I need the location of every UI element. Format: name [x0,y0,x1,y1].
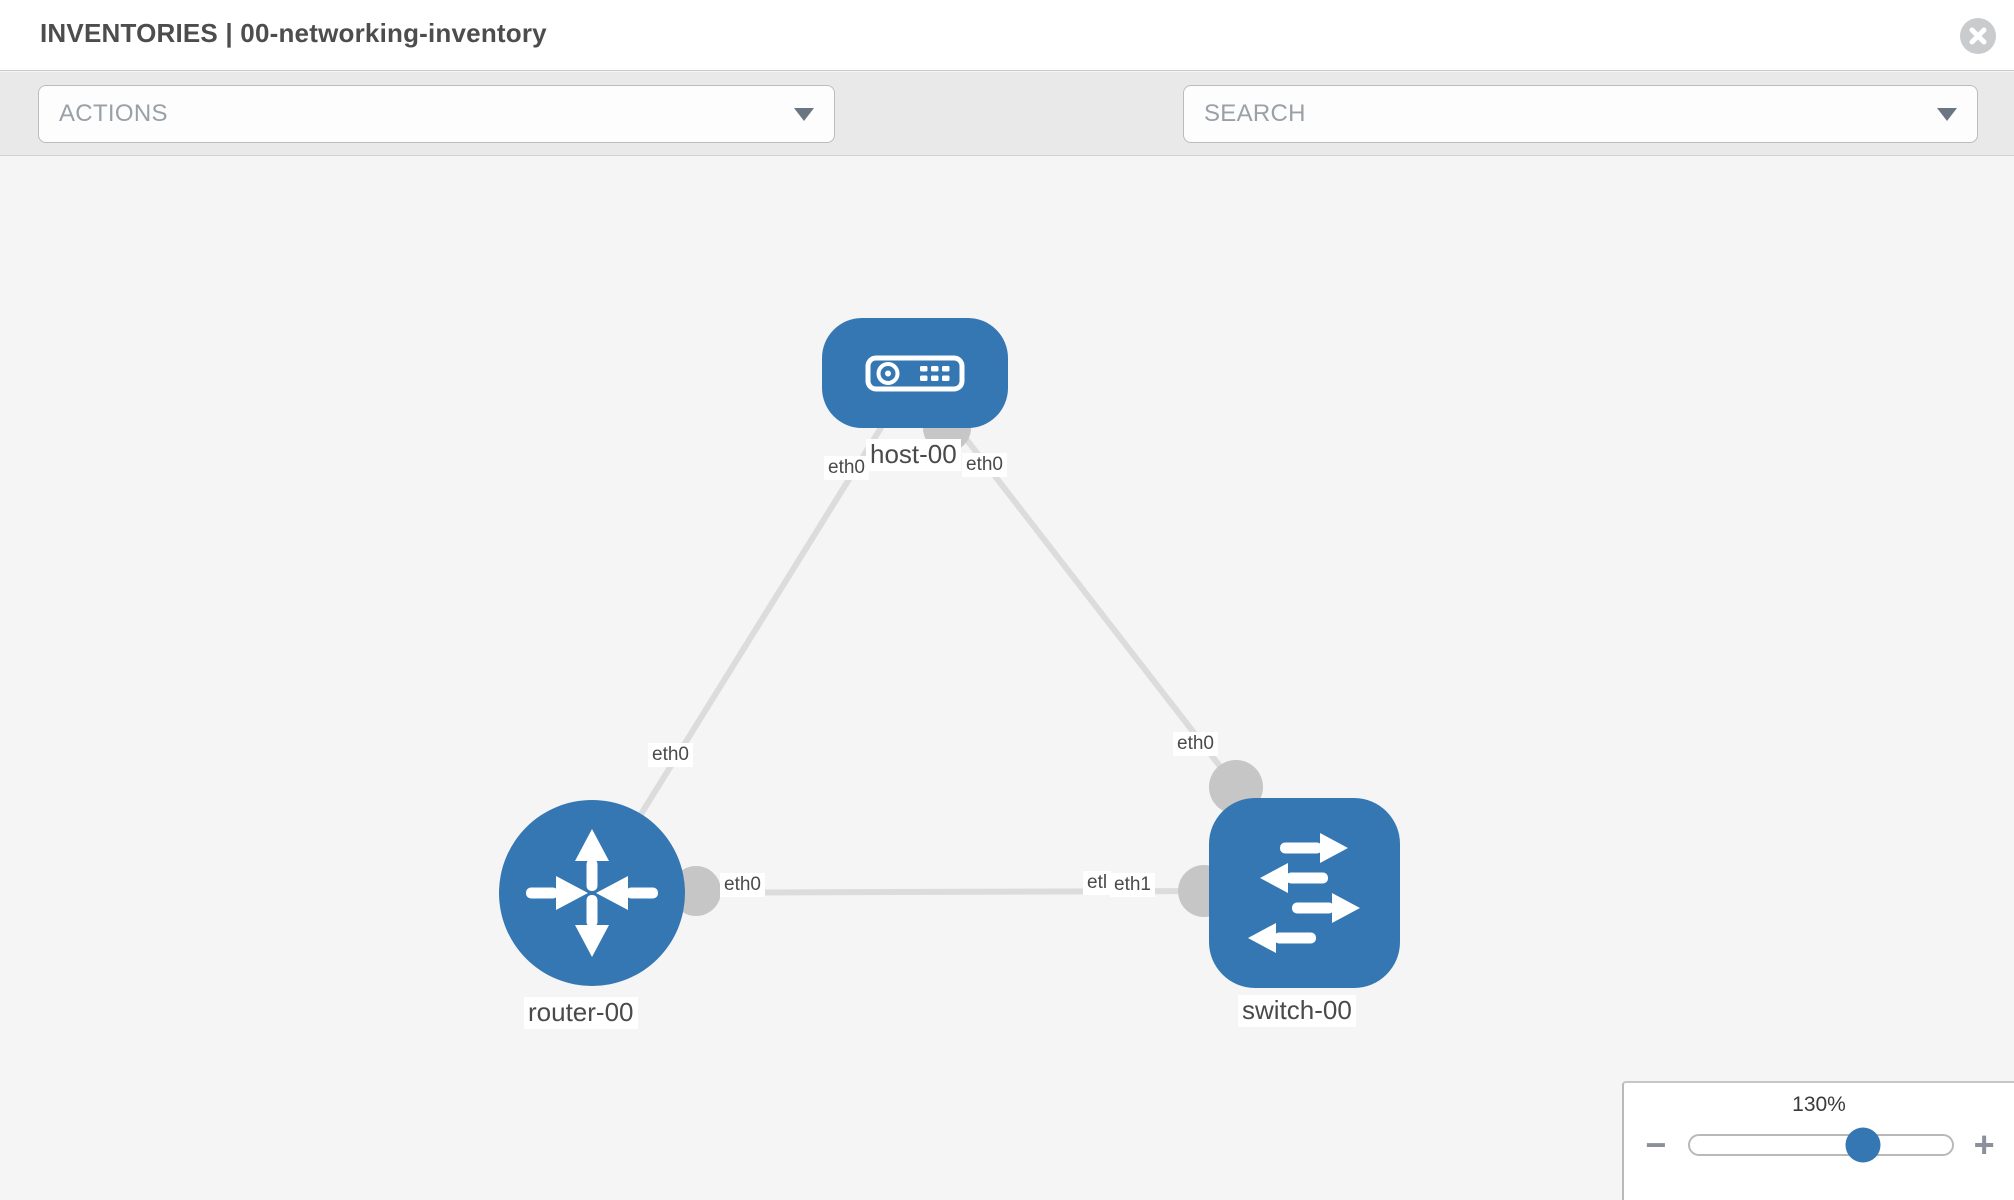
host-icon [865,355,965,392]
actions-dropdown[interactable]: ACTIONS [38,85,835,143]
node-host-00[interactable] [822,318,1008,428]
toolbar: ACTIONS [0,72,2014,206]
chevron-down-icon [794,107,814,121]
interface-label-host-eth0-left: eth0 [824,456,869,480]
node-label-switch-00: switch-00 [1238,995,1356,1027]
link-host-switch [912,371,1239,789]
header-bar: INVENTORIES | 00-networking-inventory [0,0,2014,71]
zoom-slider-thumb[interactable] [1845,1127,1881,1163]
router-icon [526,829,658,957]
zoom-level-value: 130% [1792,1093,1846,1116]
node-switch-00[interactable] [1209,798,1400,988]
interface-label-switch-eth1-mid: eth1 [1110,873,1155,897]
interface-label-switch-eth0-top: eth0 [1173,732,1218,756]
zoom-panel: 130% − + [1622,1081,2014,1200]
node-label-host-00: host-00 [866,439,961,471]
zoom-slider-track[interactable] [1687,1127,1955,1163]
zoom-out-button[interactable]: − [1645,1124,1667,1165]
node-label-router-00: router-00 [524,997,638,1029]
interface-label-router-eth0-top: eth0 [648,743,693,767]
chevron-down-icon [1937,107,1957,121]
close-button[interactable] [1960,18,1996,54]
close-icon [1969,27,1987,45]
interface-label-router-eth0-right: eth0 [720,873,765,897]
interface-label-clipped-fragment: etl [1083,871,1112,895]
zoom-in-button[interactable]: + [1973,1124,1995,1165]
node-router-00[interactable] [499,800,685,986]
switch-icon [1248,833,1360,953]
interface-label-host-eth0-right: eth0 [962,453,1007,477]
search-dropdown[interactable]: SEARCH [1183,85,1978,143]
actions-dropdown-label: ACTIONS [59,100,168,127]
page-title: INVENTORIES | 00-networking-inventory [40,18,547,48]
search-dropdown-label: SEARCH [1204,100,1306,127]
topology-graph [499,318,1400,988]
topology-canvas[interactable]: eth0 host-00 eth0 eth0 eth0 router-00 et… [0,157,2014,1200]
